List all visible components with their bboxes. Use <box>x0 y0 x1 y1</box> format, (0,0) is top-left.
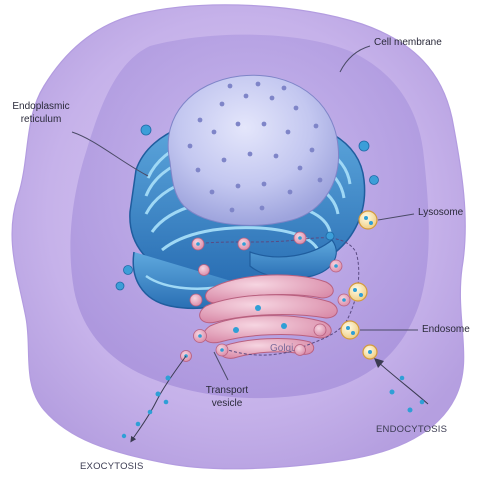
label-endosome: Endosome <box>422 323 470 336</box>
label-transport-line2: vesicle <box>196 397 258 410</box>
nucleus <box>168 75 338 225</box>
label-endocytosis: ENDOCYTOSIS <box>376 423 447 436</box>
label-er-line1: Endoplasmic <box>6 100 76 113</box>
label-endoplasmic-reticulum: Endoplasmic reticulum <box>6 100 76 126</box>
label-er-line2: reticulum <box>6 113 76 126</box>
label-transport-vesicle: Transport vesicle <box>196 384 258 410</box>
label-transport-line1: Transport <box>196 384 258 397</box>
label-lysosome: Lysosome <box>418 206 463 219</box>
label-golgi: Golgi <box>270 342 293 355</box>
lysosome <box>359 211 377 229</box>
label-cell-membrane: Cell membrane <box>374 36 442 49</box>
label-exocytosis: EXOCYTOSIS <box>80 460 144 473</box>
